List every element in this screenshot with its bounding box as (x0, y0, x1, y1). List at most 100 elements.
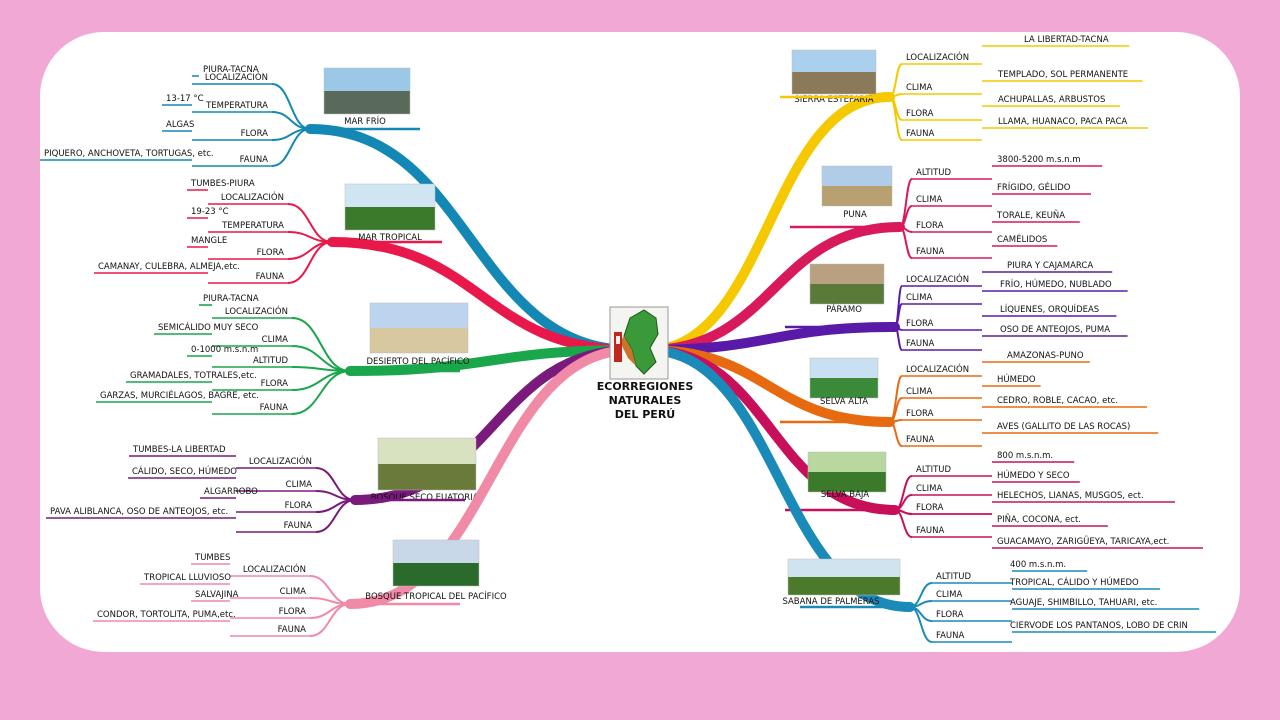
center-title-line-3: DEL PERÚ (615, 408, 675, 421)
center-node: ECORREGIONES NATURALES DEL PERÚ (597, 306, 693, 421)
branch-item-value: TUMBES-LA LIBERTAD (132, 445, 226, 455)
branch-mar-frio: MAR FRÍOLOCALIZACIÓNPIURA-TACNATEMPERATU… (40, 65, 637, 355)
branch-item-value: FRÍO, HÚMEDO, NUBLADO (1000, 278, 1112, 290)
branch-item-value: SEMICÁLIDO MUY SECO (158, 321, 259, 333)
branch-item-label: FAUNA (284, 521, 313, 531)
branch-item-label: FAUNA (256, 272, 285, 282)
branch-item-value: AGUAJE, SHIMBILLO, TAHUARI, etc. (1010, 598, 1157, 608)
sea-photo (323, 67, 411, 115)
branch-item-value: LLAMA, HUANACO, PACA PACA (998, 117, 1127, 127)
branch-item-value: PIURA Y CAJAMARCA (1007, 261, 1093, 271)
branch-item-label: ALTITUD (253, 356, 288, 366)
branch-item-label: LOCALIZACIÓN (906, 51, 969, 63)
branch-item-value: PIQUERO, ANCHOVETA, TORTUGAS, etc. (44, 149, 214, 159)
branch-item-label: CLIMA (916, 195, 943, 205)
center-title-line-2: NATURALES (609, 394, 682, 407)
branch-title: SIERRA ESTEPARIA (794, 95, 873, 105)
branch-item-value: GUACAMAYO, ZARIGÜEYA, TARICAYA,ect. (997, 536, 1169, 547)
dry-forest-photo (377, 437, 477, 491)
branch-item-value: TUMBES-PIURA (190, 179, 255, 189)
mind-map: MAR FRÍOLOCALIZACIÓNPIURA-TACNATEMPERATU… (40, 35, 1216, 643)
branch-title: BOSQUE SECO EUATORIAL (371, 493, 484, 503)
branch-title: PÁRAMO (826, 303, 862, 315)
branch-item-value: PIURA-TACNA (203, 294, 259, 304)
branch-item-value: OSO DE ANTEOJOS, PUMA (1000, 325, 1110, 335)
branch-item-value: TROPICAL, CÁLIDO Y HÚMEDO (1009, 576, 1139, 588)
branch-item-value: ALGAS (166, 120, 194, 130)
branch-item-value: HELECHOS, LIANAS, MUSGOS, ect. (997, 491, 1144, 501)
branch-item-value: PIÑA, COCONA, ect. (997, 514, 1081, 525)
paramo-photo (809, 263, 885, 305)
branch-item-label: FLORA (916, 221, 944, 231)
branch-item-value: 19-23 °C (191, 207, 229, 217)
branch-item-label: FLORA (936, 610, 964, 620)
branch-title: SELVA ALTA (820, 397, 868, 407)
branch-item-label: FAUNA (936, 631, 965, 641)
branch-title: DESIERTO DEL PACÍFICO (366, 355, 469, 367)
branch-item-value: CAMÉLIDOS (997, 233, 1047, 245)
branch-title: SELVA BAJA (821, 490, 869, 500)
branch-item-label: CLIMA (906, 387, 933, 397)
branch-bosque-tropical: BOSQUE TROPICAL DEL PACÍFICOLOCALIZACIÓN… (93, 345, 637, 637)
branch-item-value: PAVA ALIBLANCA, OSO DE ANTEOJOS, etc. (50, 507, 228, 517)
high-jungle-photo (809, 357, 879, 399)
branch-trunk (327, 237, 637, 355)
branch-item-label: LOCALIZACIÓN (249, 455, 312, 467)
branch-item-label: ALTITUD (916, 465, 951, 475)
branch-item-value: HÚMEDO Y SECO (997, 469, 1070, 481)
branch-item-value: ACHUPALLAS, ARBUSTOS (998, 95, 1105, 105)
branch-sierra-esteparia: SIERRA ESTEPARIA LOCALIZACIÓN LA LIBERTAD-… (643, 35, 1148, 355)
branch-item-value: TROPICAL LLUVIOSO (143, 573, 231, 583)
branch-selva-alta: SELVA ALTALOCALIZACIÓNAMAZONAS-PUNOCLIMA… (643, 345, 1159, 447)
palm-savanna-photo (787, 558, 901, 596)
branch-item-label: ALTITUD (936, 572, 971, 582)
branch-item-label: FAUNA (240, 155, 269, 165)
branch-item-value: GARZAS, MURCIÉLAGOS, BAGRE, etc. (100, 389, 259, 401)
branch-title: SABANA DE PALMERAS (782, 597, 879, 607)
branch-desierto-pacifico: DESIERTO DEL PACÍFICO LOCALIZACIÓNPIURA-T… (96, 294, 637, 415)
branch-item-label: CLIMA (286, 480, 313, 490)
branch-item-label: LOCALIZACIÓN (906, 273, 969, 285)
branch-sabana-palmeras: SABANA DE PALMERAS ALTITUD 400 m.s.n.m. CLI… (643, 345, 1216, 643)
branch-item-label: FAUNA (260, 403, 289, 413)
branch-item-label: FAUNA (916, 247, 945, 257)
branch-mar-tropical: MAR TROPICALLOCALIZACIÓNTUMBES-PIURATEMP… (94, 179, 637, 355)
branch-item-label: FLORA (906, 319, 934, 329)
tropical-forest-photo (392, 539, 480, 587)
palm-beach-photo (344, 183, 436, 231)
branch-item-value: CIERVODE LOS PANTANOS, LOBO DE CRIN (1010, 621, 1188, 631)
branch-item-label: FLORA (257, 248, 285, 258)
branch-item-value: FRÍGIDO, GÉLIDO (997, 181, 1071, 193)
branch-item-value: GRAMADALES, TOTRALES,etc. (130, 371, 257, 381)
branch-item-value: LA LIBERTAD-TACNA (1024, 35, 1109, 45)
branch-item-value: TEMPLADO, SOL PERMANENTE (997, 70, 1128, 80)
desert-photo (369, 302, 469, 354)
branch-item-value: 800 m.s.n.m. (997, 451, 1053, 461)
peru-map-icon (614, 309, 659, 375)
branch-item-label: FLORA (906, 109, 934, 119)
puna-photo (821, 165, 893, 207)
branch-item-label: LOCALIZACIÓN (225, 305, 288, 317)
branch-item-label: LOCALIZACIÓN (906, 363, 969, 375)
branch-trunk (643, 92, 895, 355)
branch-item-label: LOCALIZACIÓN (205, 71, 268, 83)
branch-item-label: FAUNA (906, 339, 935, 349)
branch-item-label: FLORA (279, 607, 307, 617)
branch-item-value: 0-1000 m.s.n.m (191, 345, 258, 355)
branch-item-value: AVES (GALLITO DE LAS ROCAS) (997, 422, 1130, 432)
branch-item-label: LOCALIZACIÓN (243, 563, 306, 575)
branch-item-value: 3800-5200 m.s.n.m (997, 155, 1081, 165)
branch-item-label: FAUNA (906, 129, 935, 139)
branch-item-label: ALTITUD (916, 168, 951, 178)
branch-item-label: TEMPERATURA (205, 101, 268, 111)
branch-item-value: SALVAJINA (195, 590, 239, 600)
branch-item-label: FLORA (916, 503, 944, 513)
branch-item-label: CLIMA (280, 587, 307, 597)
branch-item-value: CEDRO, ROBLE, CACAO, etc. (997, 396, 1118, 406)
branch-item-label: FAUNA (278, 625, 307, 635)
branch-item-value: 400 m.s.n.m. (1010, 560, 1066, 570)
branch-title: PUNA (843, 210, 867, 220)
branch-item-label: FLORA (261, 379, 289, 389)
branch-item-value: PIURA-TACNA (203, 65, 259, 75)
